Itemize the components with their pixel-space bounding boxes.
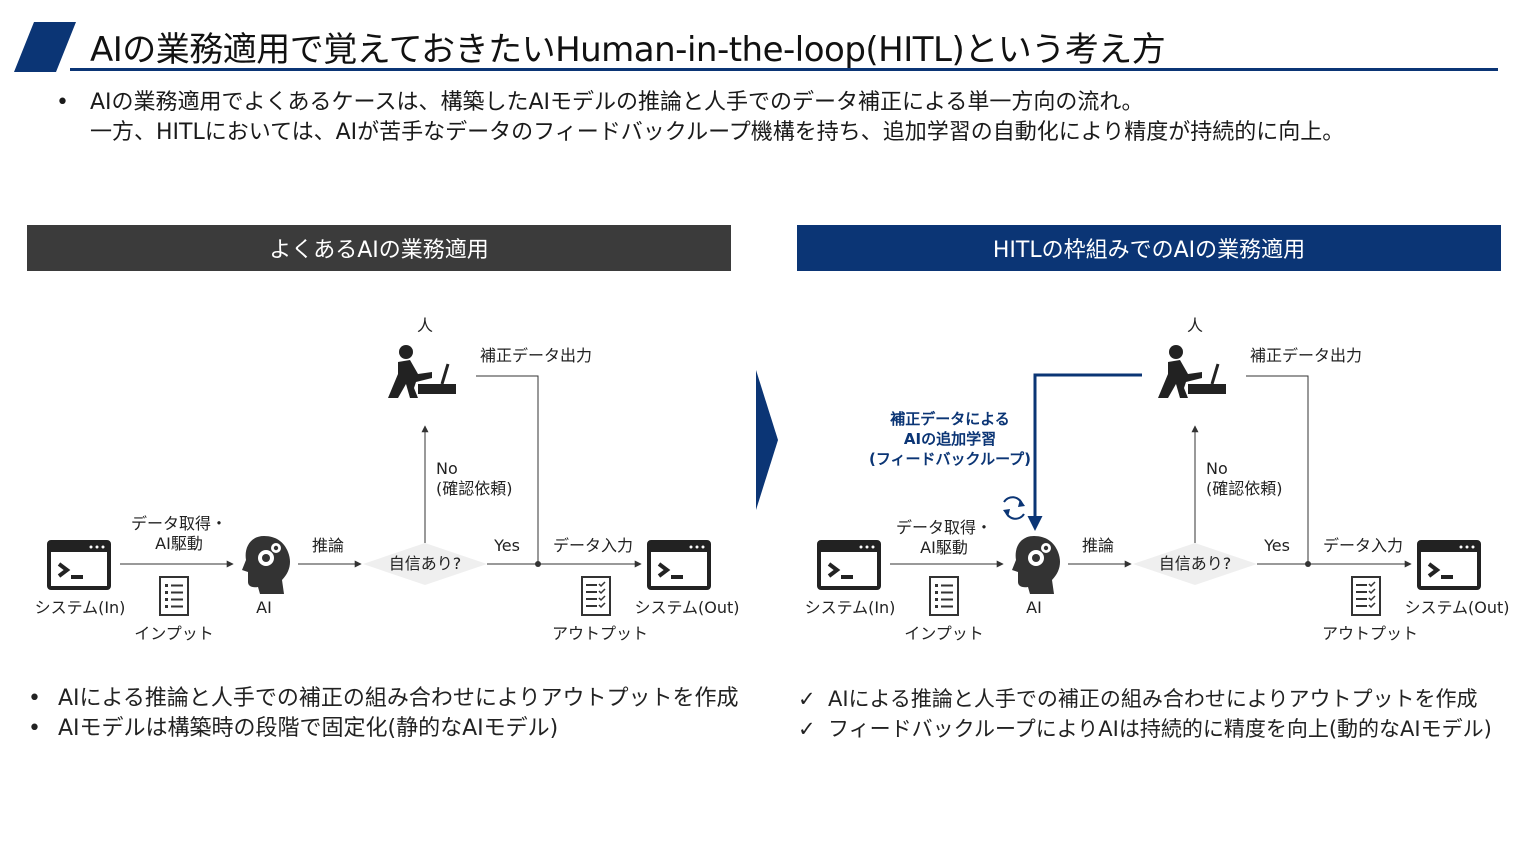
right-point: ✓AIによる推論と人手での補正の組み合わせによりアウトプットを作成 — [798, 684, 1528, 714]
system-out-icon — [647, 540, 711, 590]
left-correction-output-label: 補正データ出力 — [480, 346, 593, 365]
right-point: ✓フィードバックループによりAIは持続的に精度を向上(動的なAIモデル) — [798, 714, 1528, 744]
correction-line — [476, 375, 539, 564]
right-human-label: 人 — [1186, 316, 1203, 335]
ai-head-icon — [242, 536, 290, 594]
right-output-label: アウトプット — [1322, 624, 1419, 643]
title-accent-bar — [14, 22, 76, 72]
left-point: •AIによる推論と人手での補正の組み合わせによりアウトプットを作成 — [28, 684, 738, 714]
left-human-label: 人 — [416, 316, 433, 335]
intro-text: •AIの業務適用でよくあるケースは、構築したAIモデルの推論と人手でのデータ補正… — [56, 88, 1344, 148]
left-points: •AIによる推論と人手での補正の組み合わせによりアウトプットを作成 •AIモデル… — [28, 684, 738, 744]
confidence-diamond — [363, 543, 487, 585]
check-icon: ✓ — [798, 687, 816, 711]
system-in-icon — [817, 540, 881, 590]
page-title: AIの業務適用で覚えておきたいHuman-in-the-loop(HITL)とい… — [90, 30, 1166, 70]
feedback-loop-label: 補正データによる AIの追加学習 (フィードバックループ) — [868, 410, 1032, 468]
merge-dot — [535, 561, 541, 567]
right-data-acq-label: データ取得・AI駆動 — [895, 518, 992, 557]
left-inference-label: 推論 — [311, 536, 344, 555]
right-no-label: No(確認依頼) — [1206, 459, 1283, 498]
intro-line-1: •AIの業務適用でよくあるケースは、構築したAIモデルの推論と人手でのデータ補正… — [56, 88, 1344, 118]
right-inference-label: 推論 — [1081, 536, 1114, 555]
right-flow-diagram — [817, 344, 1481, 616]
right-section-header: HITLの枠組みでのAIの業務適用 — [797, 225, 1501, 271]
intro-line-2: 一方、HITLにおいては、AIが苦手なデータのフィードバックループ機構を持ち、追… — [90, 120, 1345, 145]
input-document-icon — [159, 576, 189, 616]
left-section-header: よくあるAIの業務適用 — [27, 225, 731, 271]
human-operator-icon — [388, 344, 458, 398]
human-operator-icon — [1158, 344, 1228, 398]
left-system-out-label: システム(Out) — [634, 598, 740, 617]
right-system-out-label: システム(Out) — [1404, 598, 1510, 617]
bullet-marker: • — [28, 686, 41, 711]
left-confidence-label: 自信あり? — [388, 554, 462, 573]
output-checklist-icon — [1351, 576, 1381, 616]
right-points: ✓AIによる推論と人手での補正の組み合わせによりアウトプットを作成 ✓フィードバ… — [798, 684, 1528, 744]
left-data-acq-label: データ取得・AI駆動 — [130, 514, 227, 553]
left-input-label: インプット — [134, 624, 214, 643]
confidence-diamond — [1133, 543, 1257, 585]
title-underline — [70, 68, 1498, 71]
intro-bullet: • — [56, 90, 69, 115]
left-output-label: アウトプット — [552, 624, 649, 643]
left-yes-label: Yes — [494, 536, 520, 555]
ai-head-icon — [1012, 536, 1060, 594]
input-document-icon — [929, 576, 959, 616]
output-checklist-icon — [581, 576, 611, 616]
right-data-input-label: データ入力 — [1322, 536, 1403, 555]
right-confidence-label: 自信あり? — [1158, 554, 1232, 573]
correction-line — [1246, 375, 1309, 564]
system-in-icon — [47, 540, 111, 590]
right-correction-output-label: 補正データ出力 — [1250, 346, 1363, 365]
merge-dot — [1305, 561, 1311, 567]
right-yes-label: Yes — [1264, 536, 1290, 555]
right-system-in-label: システム(In) — [804, 598, 896, 617]
left-point: •AIモデルは構築時の段階で固定化(静的なAIモデル) — [28, 714, 738, 744]
feedback-loop-arrow — [1027, 373, 1142, 531]
right-input-label: インプット — [904, 624, 984, 643]
bullet-marker: • — [28, 716, 41, 741]
left-ai-label: AI — [256, 598, 272, 617]
left-data-input-label: データ入力 — [552, 536, 633, 555]
left-no-label: No(確認依頼) — [436, 459, 513, 498]
check-icon: ✓ — [798, 717, 816, 741]
system-out-icon — [1417, 540, 1481, 590]
refresh-cycle-icon — [1003, 496, 1025, 520]
left-flow-diagram — [47, 344, 711, 616]
right-ai-label: AI — [1026, 598, 1042, 617]
left-system-in-label: システム(In) — [34, 598, 126, 617]
